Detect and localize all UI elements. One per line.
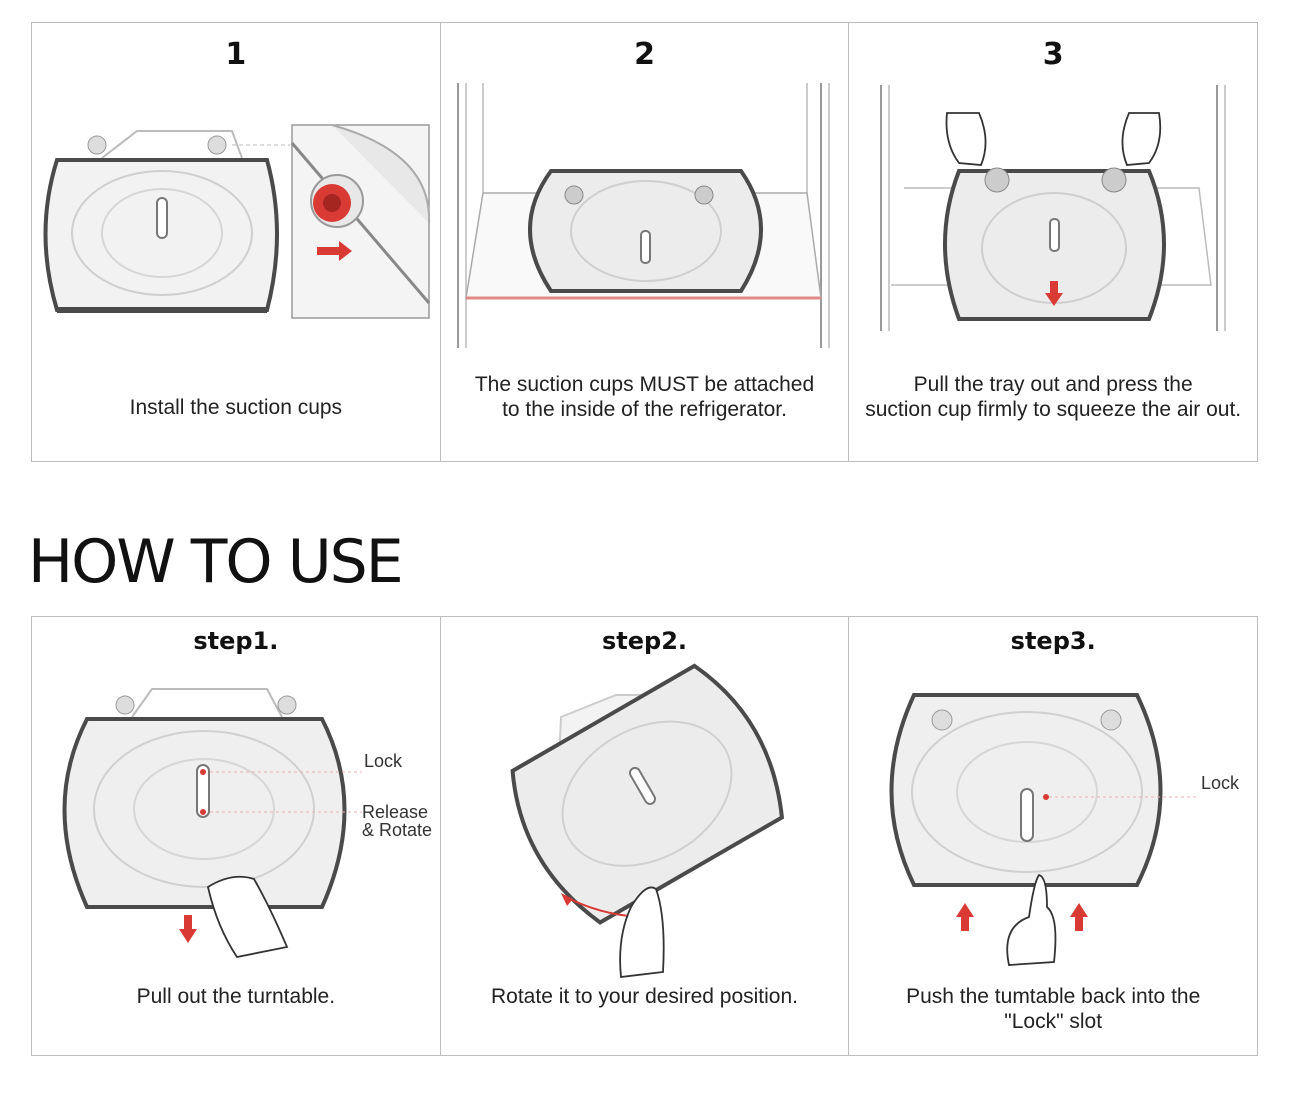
arrow-up-icon <box>956 903 975 917</box>
suction-cup-left <box>984 167 1010 193</box>
step-number: 3 <box>1042 37 1064 72</box>
lock-label: Lock <box>364 751 403 771</box>
arrow-right-icon <box>317 241 352 261</box>
step-heading: step3. <box>1010 627 1096 655</box>
release-label: Release <box>362 802 428 822</box>
caption-line: to the inside of the refrigerator. <box>502 398 787 421</box>
step-number: 1 <box>225 37 247 72</box>
push-back-turntable-illustration: Lock <box>889 693 1240 966</box>
usage-step-1: step1. Lock Release & Rotate Pull out th… <box>32 617 441 1055</box>
lock-label: Lock <box>1201 773 1240 793</box>
hand-left-icon <box>945 112 987 166</box>
usage-step-2: step2. Rotate it to your desired positio… <box>441 617 850 1055</box>
hand-right-icon <box>1121 112 1162 166</box>
step-heading: step1. <box>193 627 279 655</box>
usage-caption-2: Rotate it to your desired position. <box>447 984 843 1009</box>
caption-line: The suction cups MUST be attached <box>474 373 815 396</box>
usage-caption-1: Pull out the turntable. <box>38 984 434 1009</box>
rotate-turntable-illustration <box>510 663 784 979</box>
install-caption-3: Pull the tray out and press the suction … <box>855 372 1251 422</box>
caption-line: Pull the tray out and press the <box>913 373 1193 396</box>
tray-with-suction-cups-illustration <box>43 124 431 319</box>
usage-caption-3: Push the tumtable back into the "Lock" s… <box>855 984 1251 1034</box>
suction-cup-right <box>207 135 227 155</box>
rotate-label: & Rotate <box>362 820 432 840</box>
caption-line: Pull out the turntable. <box>136 985 336 1008</box>
hand-icon <box>1006 873 1057 966</box>
usage-panels: step1. Lock Release & Rotate Pull out th… <box>31 616 1258 1056</box>
install-caption-1: Install the suction cups <box>38 395 434 420</box>
suction-cup-right <box>694 185 714 205</box>
caption-line: Push the tumtable back into the <box>906 985 1201 1008</box>
fridge-shelf-illustration <box>456 83 830 348</box>
install-step-1: 1 Install the suction cups <box>32 23 441 461</box>
install-caption-2: The suction cups MUST be attached to the… <box>447 372 843 422</box>
suction-cup-right <box>1101 167 1127 193</box>
arrow-up-icon <box>1070 903 1089 917</box>
pull-out-turntable-illustration: Lock Release & Rotate <box>62 688 432 959</box>
install-step-2: 2 The suction cups MUST be attached to t… <box>441 23 850 461</box>
suction-cup-left <box>87 135 107 155</box>
press-suction-cup-illustration <box>880 85 1227 331</box>
install-step-3: 3 Pull the tray out and press the suctio… <box>849 23 1257 461</box>
arrow-down-icon <box>179 929 197 943</box>
usage-step-3: step3. Lock Push the tumtable back into … <box>849 617 1257 1055</box>
section-title: HOW TO USE <box>28 527 404 597</box>
install-panels: 1 Install the suction cups <box>31 22 1258 462</box>
suction-cup-left <box>564 185 584 205</box>
hand-icon <box>618 886 665 979</box>
caption-line: Rotate it to your desired position. <box>491 985 799 1008</box>
arrow-down-icon <box>1045 293 1064 306</box>
rotate-arrow-icon <box>560 893 573 906</box>
caption-line: suction cup firmly to squeeze the air ou… <box>865 398 1242 421</box>
step-heading: step2. <box>601 627 688 655</box>
caption-line: "Lock" slot <box>1004 1010 1103 1033</box>
step-number: 2 <box>634 37 655 72</box>
hand-icon <box>206 875 289 959</box>
caption-line: Install the suction cups <box>129 396 343 419</box>
